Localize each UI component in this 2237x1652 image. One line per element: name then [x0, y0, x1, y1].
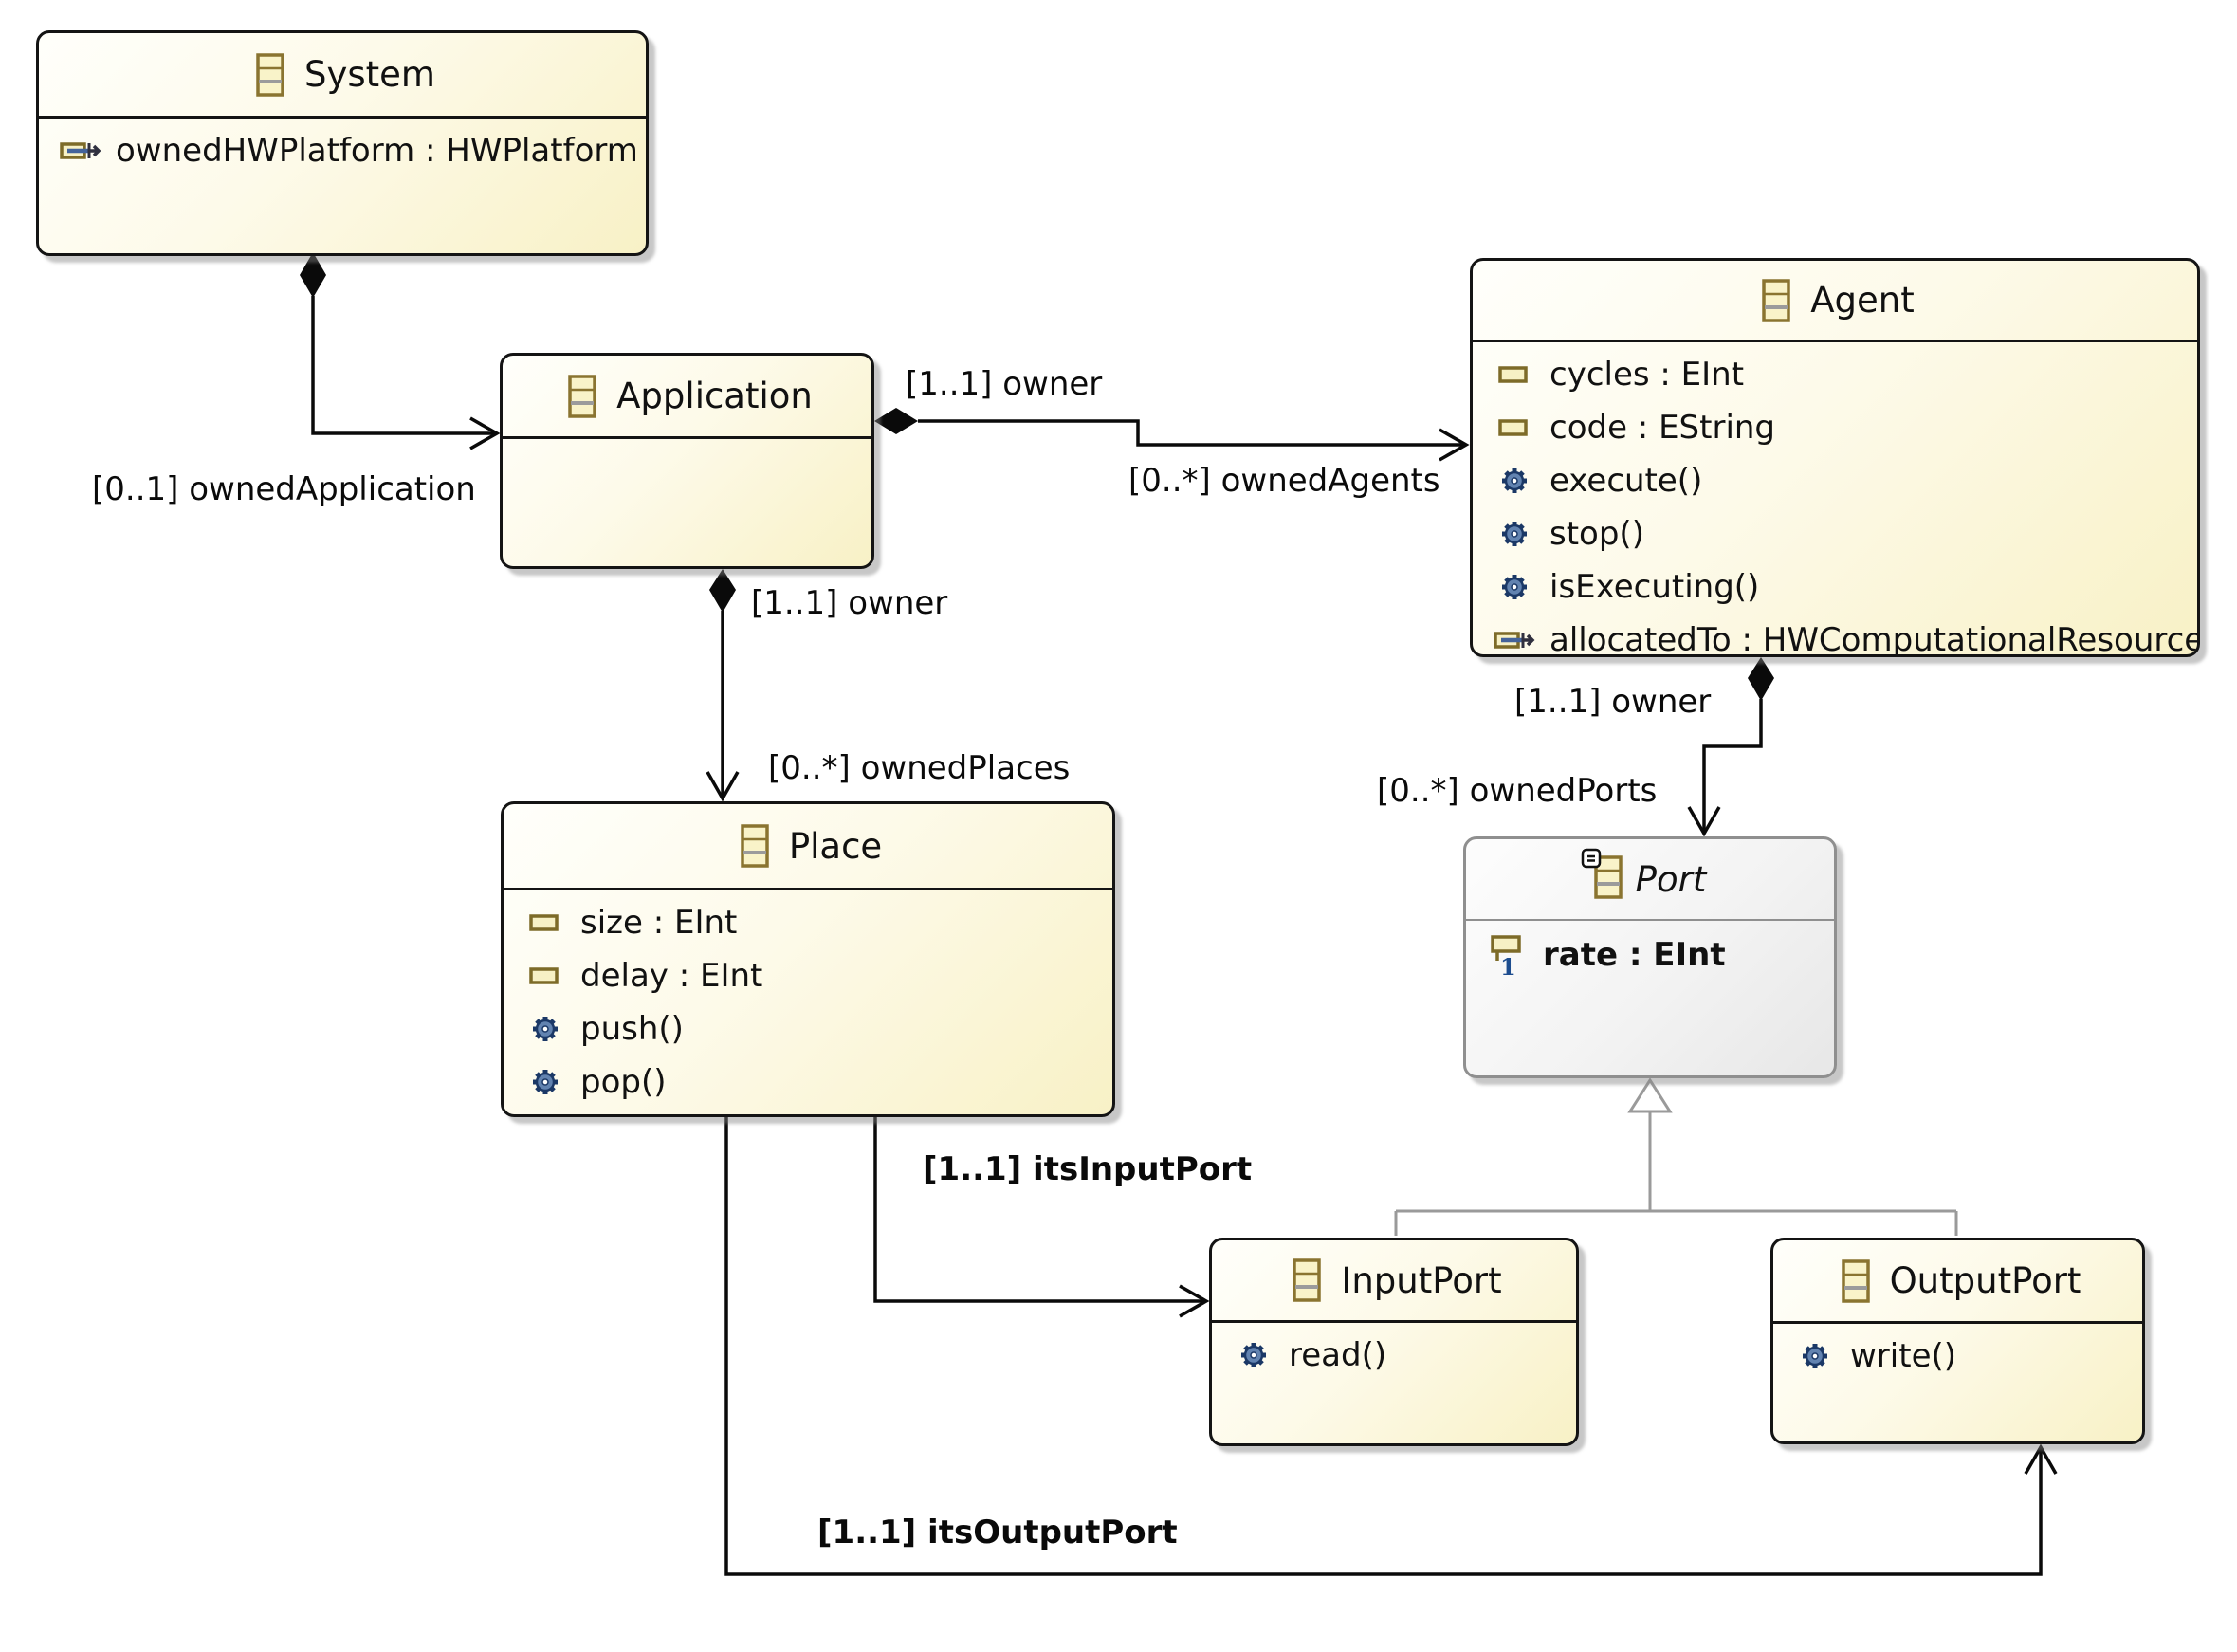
reference-icon: [60, 138, 101, 163]
class-header: Place: [504, 804, 1112, 888]
class-header: Application: [503, 356, 871, 436]
member-row[interactable]: delay : EInt: [524, 949, 1112, 1002]
class-box-agent[interactable]: Agent cycles : EInt code : EString execute…: [1470, 258, 2200, 657]
class-header: InputPort: [1212, 1240, 1576, 1320]
member-text: execute(): [1549, 462, 1703, 500]
member-text: cycles : EInt: [1549, 356, 1745, 394]
edge-label-owner-app-place[interactable]: [1..1] owner: [751, 584, 948, 622]
class-box-inputport[interactable]: InputPort read(): [1209, 1238, 1579, 1446]
edge-label-owned-ports[interactable]: [0..*] ownedPorts: [1377, 772, 1658, 810]
member-text: isExecuting(): [1549, 568, 1760, 606]
member-text: push(): [580, 1010, 684, 1048]
edge-label-owned-application[interactable]: [0..1] ownedApplication: [92, 470, 476, 508]
member-text: rate : EInt: [1543, 936, 1726, 974]
generalization-edges[interactable]: [1394, 1077, 1958, 1236]
class-title: System: [304, 54, 435, 95]
class-header: System: [39, 33, 646, 116]
member-text: write(): [1850, 1337, 1957, 1375]
member-row[interactable]: size : EInt: [524, 896, 1112, 949]
class-box-port[interactable]: Port 1 rate : EInt: [1463, 836, 1837, 1078]
attribute-icon: [1494, 362, 1535, 387]
member-text: read(): [1289, 1336, 1387, 1374]
edge-label-owned-agents[interactable]: [0..*] ownedAgents: [1128, 462, 1440, 500]
member-text: stop(): [1549, 515, 1644, 553]
reference-icon: [1494, 628, 1535, 652]
attribute-icon: [524, 964, 566, 988]
class-box-system[interactable]: System ownedHWPlatform : HWPlatform: [36, 30, 649, 256]
class-icon: [1286, 1258, 1328, 1302]
operation-icon: [1494, 518, 1535, 550]
class-box-application[interactable]: Application: [500, 353, 874, 569]
edge-owned-places[interactable]: [706, 569, 740, 802]
class-icon: [1755, 278, 1797, 322]
attribute-icon: [524, 910, 566, 935]
attribute-icon: [1494, 415, 1535, 440]
edge-its-input-port[interactable]: [873, 1117, 1210, 1318]
class-title: Application: [616, 376, 813, 416]
member-row[interactable]: isExecuting(): [1494, 560, 2197, 614]
member-text: code : EString: [1549, 409, 1776, 447]
operation-icon: [524, 1013, 566, 1045]
edge-label-owner-app-agent[interactable]: [1..1] owner: [906, 365, 1103, 403]
member-row[interactable]: cycles : EInt: [1494, 348, 2197, 401]
operation-icon: [1494, 571, 1535, 603]
member-text: allocatedTo : HWComputationalResource: [1549, 621, 2200, 657]
class-icon: [1835, 1258, 1877, 1303]
member-row[interactable]: 1 rate : EInt: [1487, 927, 1834, 983]
edge-label-its-output-port[interactable]: [1..1] itsOutputPort: [817, 1514, 1178, 1551]
class-icon: [1581, 848, 1623, 903]
member-row[interactable]: allocatedTo : HWComputationalResource: [1494, 614, 2200, 657]
class-icon: [561, 374, 603, 418]
edge-its-output-port[interactable]: [724, 1117, 2058, 1576]
class-header: OutputPort: [1773, 1240, 2142, 1321]
member-text: ownedHWPlatform : HWPlatform: [116, 132, 638, 170]
edge-owned-agents[interactable]: [874, 408, 1470, 462]
member-text: delay : EInt: [580, 957, 763, 995]
class-header: Agent: [1473, 261, 2197, 340]
class-title: Place: [788, 825, 883, 867]
operation-icon: [1233, 1339, 1274, 1371]
operation-icon: [524, 1066, 566, 1098]
attribute-one-icon: 1: [1487, 933, 1529, 977]
class-icon: [249, 52, 291, 97]
class-box-place[interactable]: Place size : EInt delay : EInt push() pop(): [501, 801, 1115, 1117]
member-row[interactable]: write(): [1794, 1330, 2142, 1383]
member-row[interactable]: read(): [1233, 1329, 1576, 1382]
edge-owned-ports[interactable]: [1687, 657, 1774, 837]
abstract-badge-icon: [1581, 848, 1602, 872]
member-text: size : EInt: [580, 904, 738, 942]
member-row[interactable]: execute(): [1494, 454, 2197, 507]
svg-text:1: 1: [1500, 953, 1516, 977]
member-row[interactable]: ownedHWPlatform : HWPlatform: [60, 124, 646, 177]
class-icon: [734, 824, 776, 868]
member-row[interactable]: push(): [524, 1002, 1112, 1055]
member-row[interactable]: code : EString: [1494, 401, 2197, 454]
member-row[interactable]: stop(): [1494, 507, 2197, 560]
operation-icon: [1494, 465, 1535, 497]
member-text: pop(): [580, 1063, 667, 1101]
class-title: Port: [1635, 858, 1707, 900]
edge-label-owner-agent-port[interactable]: [1..1] owner: [1514, 683, 1712, 721]
edge-label-its-input-port[interactable]: [1..1] itsInputPort: [923, 1150, 1253, 1188]
edge-owned-application[interactable]: [300, 252, 501, 450]
member-row[interactable]: pop(): [524, 1055, 1112, 1109]
class-title: OutputPort: [1889, 1260, 2081, 1301]
class-title: Agent: [1810, 280, 1915, 321]
edge-label-owned-places[interactable]: [0..*] ownedPlaces: [768, 749, 1071, 787]
class-header: Port: [1466, 839, 1834, 919]
operation-icon: [1794, 1340, 1836, 1372]
class-title: InputPort: [1341, 1259, 1502, 1301]
class-box-outputport[interactable]: OutputPort write(): [1770, 1238, 2145, 1444]
